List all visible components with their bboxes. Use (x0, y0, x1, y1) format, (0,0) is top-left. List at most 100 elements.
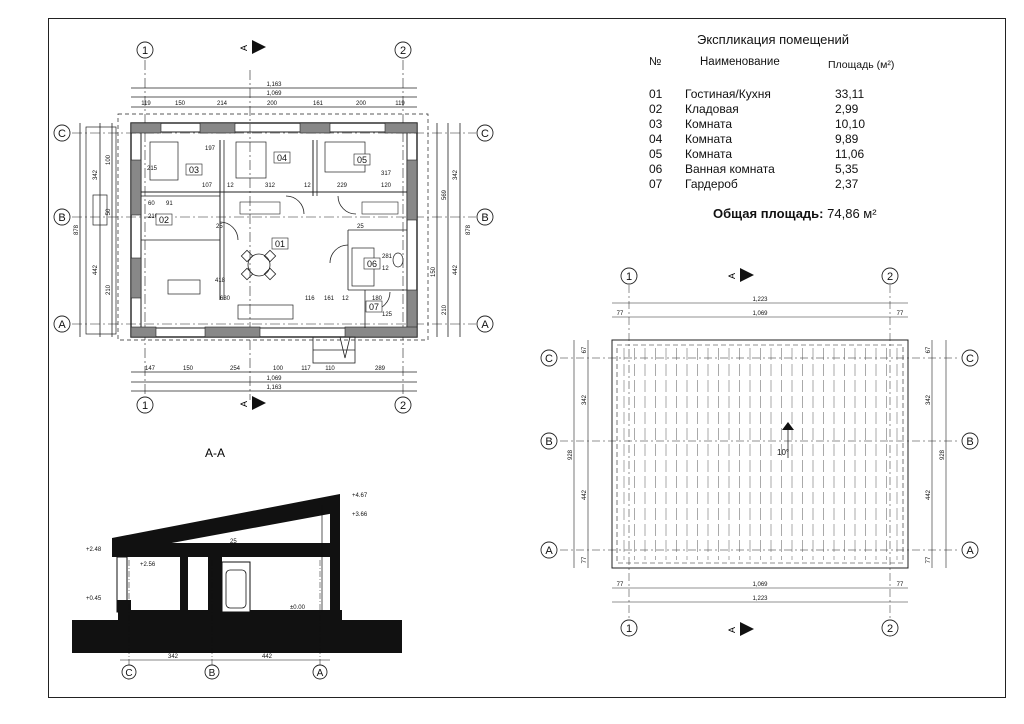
plan-inner-dim: 180 (372, 296, 383, 302)
roof-dim-left: 442 (582, 489, 588, 500)
plan-dim-bottom: 254 (230, 366, 241, 372)
section-dim: 442 (262, 654, 273, 660)
explication-col-name: Наименование (700, 56, 780, 68)
section-marker-label-top: A (239, 45, 249, 51)
plan-dim-top: 119 (141, 101, 151, 107)
axis-label-1-top: 1 (142, 45, 148, 57)
plan-dim-right: 342 (453, 169, 459, 180)
row-no: 04 (649, 132, 663, 146)
section-level: 25 (230, 539, 237, 545)
plan-inner-dim: 25 (216, 224, 223, 230)
roof-dim-bottom: 1,069 (752, 582, 768, 588)
roof-dim-right: 342 (926, 394, 932, 405)
axis-label-2-top: 2 (400, 45, 406, 57)
plan-dim-right: 150 (431, 266, 437, 277)
plan-inner-dim: 161 (324, 296, 335, 302)
plan-inner-dim: 197 (205, 146, 216, 152)
roof-dim-left: 342 (582, 394, 588, 405)
plan-dim-right-total: 878 (466, 224, 472, 235)
plan-axis-bubbles (53, 41, 494, 414)
total-area-value: 74,86 м² (827, 206, 877, 221)
row-no: 03 (649, 117, 663, 131)
roof-dim-left: 77 (582, 556, 588, 563)
plan-dim-right: 210 (442, 304, 448, 315)
plan-dim-left: 210 (106, 284, 112, 295)
plan-inner-dim: 125 (382, 312, 393, 318)
axis-label-b-right: B (481, 212, 488, 224)
section-marker-bottom: A (239, 396, 266, 410)
section-level: +2.48 (86, 547, 102, 553)
plan-inner-dim: 12 (304, 183, 311, 189)
plan-inner-dim: 210 (148, 214, 159, 220)
row-area: 33,11 (835, 87, 865, 101)
plan-inner-dim: 12 (227, 183, 234, 189)
plan-dim-right: 569 (442, 189, 448, 200)
roof-dim-left-total: 928 (568, 449, 574, 460)
row-area: 2,37 (835, 177, 859, 191)
slope-arrow-icon (782, 422, 794, 430)
room-label-02: 02 (159, 215, 169, 225)
plan-inner-dim: 281 (382, 254, 393, 260)
room-label-07: 07 (369, 302, 379, 312)
plan-dim-top-inner: 1,069 (266, 91, 282, 97)
plan-dim-left: 100 (106, 154, 112, 165)
roof-axis-a-right: A (966, 545, 974, 557)
explication-row: 05 Комната 11,06 (645, 147, 905, 162)
section-level: +4.67 (352, 493, 368, 499)
roof-axis-c-left: C (545, 353, 553, 365)
explication-col-area: Площадь (м²) (828, 59, 895, 71)
roof-dim-bottom: 77 (897, 582, 904, 588)
roof-plan (560, 285, 960, 620)
row-no: 01 (649, 87, 663, 101)
roof-dim-right: 442 (926, 489, 932, 500)
roof-slope-label: 10° (777, 448, 789, 457)
section-dim: 342 (168, 654, 179, 660)
axis-label-b-left: B (58, 212, 65, 224)
section-level: +2.56 (140, 562, 156, 568)
plan-dim-top: 200 (267, 101, 278, 107)
section-axis-b: B (209, 668, 216, 679)
axis-label-2-bottom: 2 (400, 400, 406, 412)
plan-inner-dim: 25 (357, 224, 364, 230)
roof-dim-top: 77 (617, 311, 624, 317)
section-marker-top: A (239, 40, 266, 54)
room-label-03: 03 (189, 165, 199, 175)
row-no: 05 (649, 147, 663, 161)
plan-dim-bottom: 117 (301, 366, 311, 372)
axis-label-a-left: A (58, 319, 66, 331)
section-drawing (72, 494, 402, 672)
explication-col-no: № (649, 56, 662, 68)
section-marker-label-bottom: A (239, 401, 249, 407)
plan-inner-dim: 12 (342, 296, 349, 302)
plan-inner-dim: 317 (381, 171, 392, 177)
plan-inner-dim: 120 (381, 183, 392, 189)
plan-dim-bottom: 100 (273, 366, 284, 372)
plan-dim-bottom-total: 1,163 (266, 385, 282, 391)
floor-plan (72, 60, 476, 400)
row-name: Ванная комната (685, 162, 775, 176)
axis-label-1-bottom: 1 (142, 400, 148, 412)
plan-inner-dim: 116 (305, 296, 315, 302)
roof-section-marker-top: A (727, 268, 754, 282)
section-title: А-А (205, 446, 225, 460)
roof-section-marker-bottom: A (727, 622, 754, 636)
plan-dim-left: 442 (93, 264, 99, 275)
roof-axis-bubbles (540, 267, 979, 637)
plan-dim-top-total: 1,163 (266, 82, 282, 88)
plan-dim-bottom: 289 (375, 366, 386, 372)
plan-dim-bottom: 147 (145, 366, 156, 372)
explication-row: 03 Комната 10,10 (645, 117, 905, 132)
roof-axis-2-top: 2 (887, 271, 893, 283)
section-level: +0.45 (86, 596, 102, 602)
row-no: 02 (649, 102, 663, 116)
plan-dim-top: 119 (395, 101, 405, 107)
roof-dim-top: 77 (897, 311, 904, 317)
row-area: 5,35 (835, 162, 859, 176)
plan-dim-top: 214 (217, 101, 228, 107)
roof-axis-1-top: 1 (626, 271, 632, 283)
roof-axis-1-bottom: 1 (626, 623, 632, 635)
total-area-label: Общая площадь: (713, 206, 824, 221)
roof-dim-top: 1,069 (752, 311, 768, 317)
